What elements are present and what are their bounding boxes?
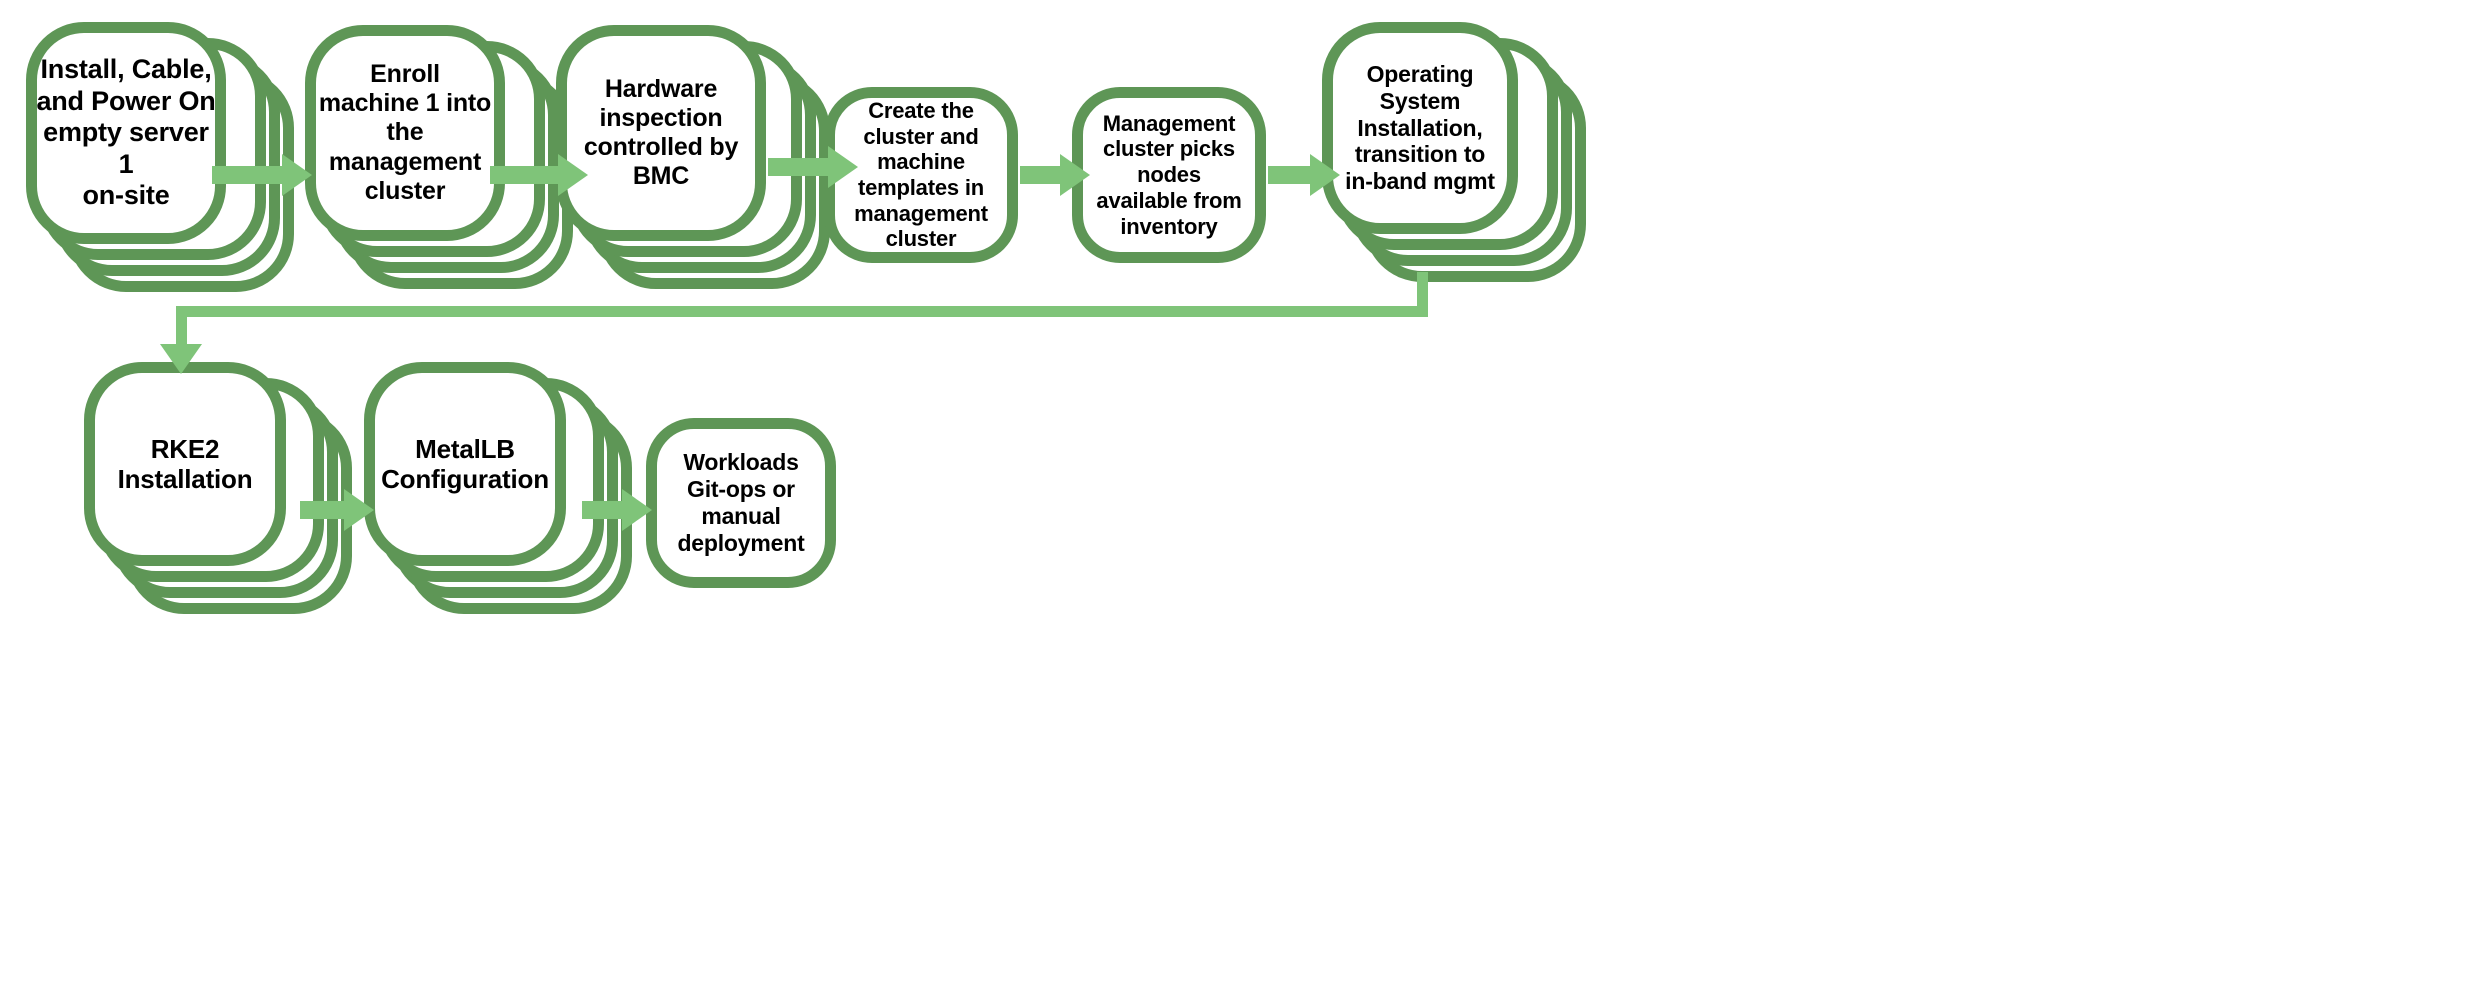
arrow-shaft	[582, 501, 624, 519]
node-os-installation[interactable]: Operating System Installation, transitio…	[1322, 22, 1586, 282]
card-front-layer	[26, 22, 226, 244]
arrow-head-right-icon	[344, 489, 374, 531]
arrow-shaft	[212, 166, 284, 184]
card-front-layer	[1322, 22, 1518, 234]
card-front-layer	[84, 362, 286, 566]
card-front-layer	[305, 25, 505, 241]
arrow-rke2-to-metallb	[300, 489, 400, 531]
arrow-shaft	[1268, 166, 1312, 184]
node-enroll-machine[interactable]: Enroll machine 1 into the management clu…	[305, 25, 573, 289]
card-front-layer	[1072, 87, 1266, 263]
arrow-templates-to-picknodes	[1020, 154, 1120, 196]
node-install-cable-power[interactable]: Install, Cable, and Power On empty serve…	[26, 22, 294, 292]
arrow-head-right-icon	[1060, 154, 1090, 196]
arrow-head-right-icon	[282, 154, 312, 196]
arrow-install-to-enroll	[212, 154, 312, 196]
card-front-layer	[556, 25, 766, 241]
card-front-layer	[364, 362, 566, 566]
arrow-shaft	[490, 166, 560, 184]
node-metallb-configuration[interactable]: MetalLB Configuration	[364, 362, 632, 614]
arrow-shaft	[300, 501, 346, 519]
arrow-enroll-to-inspection	[490, 154, 590, 196]
arrow-head-right-icon	[622, 489, 652, 531]
arrow-head-right-icon	[1310, 154, 1340, 196]
arrow-metallb-to-workloads	[582, 489, 682, 531]
arrow-picknodes-to-osinstall	[1268, 154, 1368, 196]
node-hardware-inspection[interactable]: Hardware inspection controlled by BMC	[556, 25, 830, 289]
arrow-head-right-icon	[558, 154, 588, 196]
elbow-horizontal	[176, 306, 1428, 317]
arrow-shaft	[768, 158, 830, 176]
arrow-shaft	[1020, 166, 1062, 184]
arrow-head-right-icon	[828, 146, 858, 188]
arrow-inspection-to-templates	[768, 146, 868, 188]
elbow-vertical-left	[176, 306, 187, 350]
node-rke2-installation[interactable]: RKE2 Installation	[84, 362, 352, 614]
